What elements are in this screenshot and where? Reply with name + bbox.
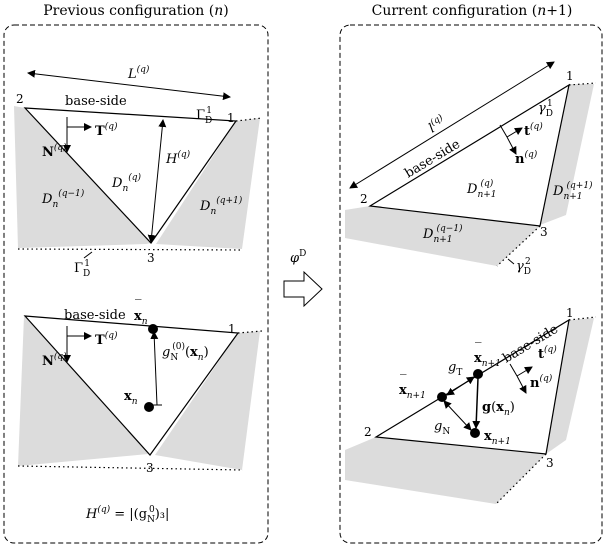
dotted-boundary-bottom [17,248,244,251]
left-bottom-diagram: 1 3 base-side T(q) N(q) xn ‾ xn gN(0)(xn… [17,298,263,525]
neighbor-element-left [14,106,151,248]
height-arrow [147,119,167,243]
slave-point [144,402,154,412]
base-side-label: base-side [65,94,127,109]
height-formula: H(q) = |(gN0)₃| [85,504,169,525]
dotted-boundary-bottom-3 [496,225,541,267]
right-top-diagram: l(q) 1 2 3 base-side γD1 t(q) n(q) Dn+1(… [345,61,597,277]
neighbor-element-right-2 [155,331,260,470]
T-label: T(q) [95,121,118,139]
neighbor-element-right-top [540,84,594,225]
length-arrow [27,69,231,101]
vertex-2-label-4: 2 [364,425,372,439]
contact-element [23,107,238,244]
t-label: t(q) [524,121,543,139]
base-side-label-2: base-side [64,308,126,323]
T-label-2: T(q) [95,330,118,348]
phi-label: φD [290,249,306,266]
gT-arrow [446,376,475,396]
gamma-D-bottom-label: ΓD1 [74,259,90,279]
neighbor-element-left-2 [18,316,148,466]
neighbor-element-right [156,118,260,249]
vertex-1-label-4: 1 [566,306,574,320]
g-label: g(xn) [482,400,515,418]
x-n-label: xn [124,389,138,407]
n-label-2: n(q) [530,373,553,391]
xbar-n-accent: ‾ [135,298,142,313]
gamma-D-bottom-tick [83,251,93,259]
length-label: L(q) [127,64,150,82]
gap-label: gN(0)(xn) [162,341,209,363]
left-panel-frame [3,24,269,544]
dotted-boundary-right-2 [568,316,597,321]
mapping-arrow [283,270,323,308]
t-label-2: t(q) [538,344,557,362]
vertex-2-label: 2 [16,92,24,106]
gT-label: gT [448,360,462,378]
point-x-n1 [470,428,480,438]
right-panel-title: Current configuration (n+1) [372,3,573,19]
n-arrow-2 [516,375,527,394]
vertex-3-label-3: 3 [540,225,548,239]
contact-element-2 [23,315,240,456]
vertex-1-label-2: 1 [228,322,236,336]
neighbor-element-right-bottom [546,318,594,454]
height-label: H(q) [165,149,191,167]
xbar-n1-accent-top: ‾ [475,341,482,356]
vertex-3-label-4: 3 [546,456,554,470]
xbar-n1-label-left: xn+1 [399,383,426,401]
xbar-n-label: xn [134,309,148,327]
t-arrow-stem [499,124,508,138]
left-top-diagram: L(q) 2 1 3 base-side ΓD1 T(q) N(q) Dn(q)… [14,64,263,279]
N-label-2: N(q) [42,351,67,369]
gN-label: gN [434,419,450,437]
t-arrow [506,127,523,138]
N-label: N(q) [42,142,67,160]
D-n1-qm1-label: Dn+1(q−1) [422,223,463,245]
D-n1-qp1-label: Dn+1(q+1) [552,180,593,202]
t-arrow-stem-2 [509,363,518,377]
g-arrow [472,377,481,429]
D-n-qm1-label: Dn(q−1) [41,188,85,210]
gN-arrow [443,400,472,431]
vertex-2-label-3: 2 [360,192,368,206]
projection-point [148,324,158,334]
gamma-D-top-label: ΓD1 [196,106,212,126]
D-n-q-label: Dn(q) [111,172,142,194]
D-n1-q-label: Dn+1(q) [466,178,497,200]
point-xbar-n1-projected [437,392,447,402]
dotted-boundary-bottom-2 [17,465,244,471]
left-panel-title: Previous configuration (n) [43,3,228,19]
dotted-boundary-bottom-4 [495,453,547,505]
vertex-3-label-2: 3 [146,461,154,475]
point-xbar-n1-on-edge [473,369,483,379]
gamma-D2-tick [507,258,515,265]
vertex-3-label: 3 [147,251,155,265]
neighbor-element-left-top [345,206,540,266]
gap-arrow [150,331,159,406]
right-panel-frame [339,24,603,544]
neighbor-element-left-bottom [345,437,546,504]
vertex-1-label-3: 1 [566,69,574,83]
x-n1-label: xn+1 [484,429,511,447]
t-arrow-2 [516,366,533,377]
gamma-D2-label: γD2 [516,257,531,277]
n-label: n(q) [515,149,538,167]
vertex-1-label: 1 [227,111,235,125]
right-bottom-diagram: 1 2 3 base-side t(q) n(q) xn+1 ‾ xn+1 ‾ … [345,306,597,505]
n-arrow [506,136,517,155]
dotted-boundary-right [568,82,597,86]
xbar-n1-label-top: xn+1 [474,351,501,369]
length-label-2: l(q) [425,112,449,136]
length-arrow-2 [349,61,555,189]
gamma-D1-label: γD1 [538,99,553,119]
xbar-n1-accent-left: ‾ [400,373,407,388]
D-n-qp1-label: Dn(q+1) [199,195,243,217]
